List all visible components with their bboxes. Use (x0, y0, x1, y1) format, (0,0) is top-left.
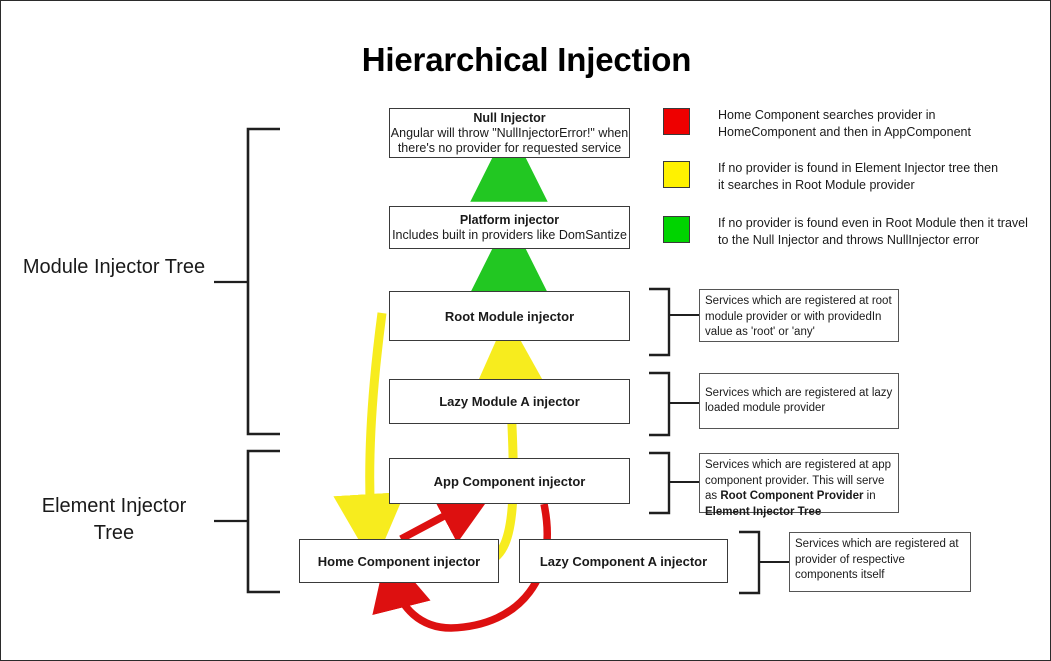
legend-text-red: Home Component searches provider in Home… (718, 108, 971, 139)
node-lazy-component-a-injector-label: Lazy Component A injector (539, 553, 708, 569)
bracket-element-injector-tree (214, 449, 280, 594)
node-lazy-component-a-injector[interactable]: Lazy Component A injector (519, 539, 728, 583)
bracket-annotation-components (739, 530, 789, 595)
annotation-app-component-bold-root-component-provider: Root Component Provider (720, 490, 864, 502)
annotation-app-component-prefix: Services which are registered at app com… (705, 459, 892, 502)
legend-text-yellow: If no provider is found in Element Injec… (718, 161, 999, 192)
bracket-module-injector-tree (214, 127, 280, 436)
node-platform-injector-header: Platform injector (459, 212, 560, 227)
legend-swatch-yellow-icon (663, 161, 690, 188)
node-platform-injector-body: Includes built in providers like DomSant… (392, 227, 627, 242)
yellow-arrow-root-to-home (333, 312, 406, 566)
legend-swatch-red-icon (663, 108, 690, 135)
side-label-element-injector-tree: Element Injector Tree (41, 495, 187, 544)
annotation-lazy-module-text: Services which are registered at lazy lo… (705, 386, 893, 415)
node-null-injector[interactable]: Null Injector Angular will throw "NullIn… (389, 108, 630, 158)
node-app-component-injector[interactable]: App Component injector (389, 458, 630, 504)
node-null-injector-header: Null Injector (473, 110, 546, 125)
node-lazy-module-a-injector[interactable]: Lazy Module A injector (389, 379, 630, 424)
legend-text-green: If no provider is found even in Root Mod… (718, 216, 1028, 247)
bracket-annotation-root-module (649, 287, 699, 357)
red-arrow-home-to-app (399, 488, 497, 544)
legend-item-red: Home Component searches provider in Home… (663, 107, 1038, 141)
node-lazy-module-a-injector-label: Lazy Module A injector (439, 394, 580, 409)
bracket-annotation-app-component (649, 451, 699, 515)
node-home-component-injector-label: Home Component injector (317, 553, 481, 569)
annotation-components: Services which are registered at provide… (789, 532, 971, 592)
node-root-module-injector-label: Root Module injector (444, 308, 575, 324)
annotation-app-component-bold-element-injector-tree: Element Injector Tree (705, 505, 822, 518)
page-title: Hierarchical Injection (361, 41, 692, 78)
node-null-injector-body: Angular will throw "NullInjectorError!" … (390, 125, 629, 155)
legend-swatch-green-icon (663, 216, 690, 243)
node-home-component-injector[interactable]: Home Component injector (299, 539, 499, 583)
legend-item-green: If no provider is found even in Root Mod… (663, 215, 1038, 249)
node-root-module-injector[interactable]: Root Module injector (389, 291, 630, 341)
side-label-module-injector-tree: Module Injector Tree (22, 256, 206, 278)
node-platform-injector[interactable]: Platform injector Includes built in prov… (389, 206, 630, 249)
legend-item-yellow: If no provider is found in Element Injec… (663, 160, 1038, 194)
bracket-annotation-lazy-module (649, 371, 699, 437)
node-app-component-injector-label: App Component injector (433, 473, 586, 489)
annotation-lazy-module: Services which are registered at lazy lo… (699, 373, 899, 429)
annotation-root-module: Services which are registered at root mo… (699, 289, 899, 342)
annotation-app-component: Services which are registered at app com… (699, 453, 899, 518)
annotation-app-component-middle: in (863, 490, 876, 502)
